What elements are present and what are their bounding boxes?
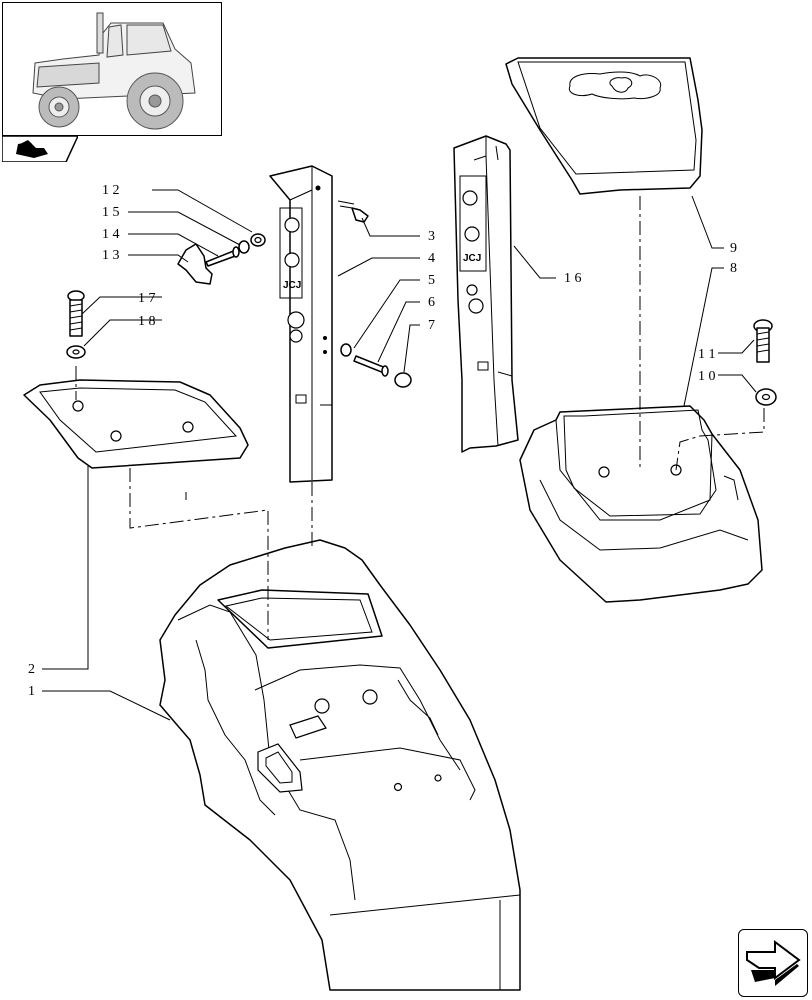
callout-15: 1 5 — [102, 205, 120, 220]
callout-7: 7 — [428, 318, 435, 333]
tractor-icon — [32, 12, 196, 130]
bolt-17 — [67, 290, 85, 337]
console-housing — [159, 539, 521, 991]
assembly-centerlines — [75, 196, 765, 640]
tractor-thumbnail — [2, 2, 222, 136]
cap-7 — [394, 372, 412, 388]
right-pillar — [453, 135, 519, 453]
panel-logo-2: JCJ — [463, 253, 481, 264]
callout-1: 1 — [28, 684, 35, 699]
panel-logo-text-2: JCJ — [463, 253, 481, 264]
next-page-arrow-icon — [746, 940, 801, 986]
callout-5: 5 — [428, 273, 435, 288]
washer-10 — [755, 388, 777, 406]
armrest-cushion — [505, 57, 703, 195]
callout-3: 3 — [428, 229, 435, 244]
left-pillar — [269, 165, 333, 483]
callout-12: 1 2 — [102, 183, 120, 198]
bolt-6 — [353, 355, 389, 377]
callout-4: 4 — [428, 251, 435, 266]
bolt-11 — [753, 319, 773, 363]
washer-18 — [66, 345, 86, 359]
callout-17: 1 7 — [138, 291, 156, 306]
washer-15 — [238, 240, 250, 254]
bolt-14 — [205, 246, 240, 267]
callout-labels: 1 2 1 5 1 4 1 3 1 7 1 8 3 4 5 6 7 1 6 9 … — [28, 183, 737, 699]
section-tab[interactable] — [1, 135, 80, 163]
left-tray — [23, 379, 249, 469]
callout-18: 1 8 — [138, 314, 156, 329]
screw-3 — [337, 200, 369, 223]
callout-6: 6 — [428, 295, 435, 310]
callout-2: 2 — [28, 662, 35, 677]
callout-10: 1 0 — [698, 369, 716, 384]
nut-12 — [250, 233, 266, 247]
callout-11: 1 1 — [698, 347, 716, 362]
callout-9: 9 — [730, 241, 737, 256]
leader-lines — [42, 189, 757, 721]
clip-13 — [177, 243, 213, 285]
next-page-button[interactable] — [738, 929, 808, 997]
washer-5 — [340, 343, 352, 357]
callout-16: 1 6 — [564, 271, 582, 286]
panel-logo: JCJ — [283, 280, 301, 291]
callout-13: 1 3 — [102, 248, 120, 263]
callout-14: 1 4 — [102, 227, 120, 242]
armrest-base — [519, 405, 763, 603]
callout-8: 8 — [730, 261, 737, 276]
panel-logo-text: JCJ — [283, 280, 301, 291]
